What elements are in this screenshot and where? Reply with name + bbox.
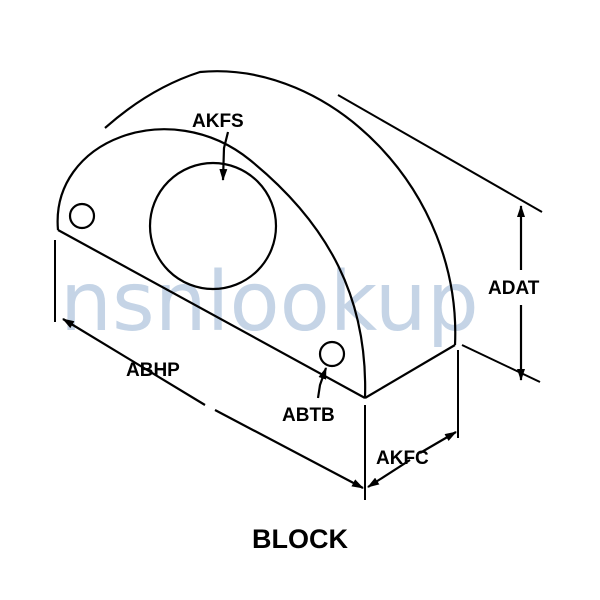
extension-line [461,344,541,383]
extension-line [337,94,543,213]
akfc-dimension [419,431,457,454]
akfc-dimension [367,459,411,488]
bottom-right-edge [364,344,456,399]
back-face-arc [104,70,457,346]
adat-label: ADAT [488,278,540,299]
akfs-leader [219,131,230,181]
abhp-dimension [214,409,364,489]
diagram-title: BLOCK [252,524,348,554]
abhp-label: ABHP [126,360,180,381]
bottom-front-edge [57,229,366,399]
abtb-label: ABTB [282,405,335,426]
akfc-label: AKFC [376,448,429,469]
front-face-arc [56,128,367,399]
watermark: nsnlookup [60,255,479,350]
small-hole-right [318,340,346,368]
large-hole [148,161,278,291]
small-hole-left [68,202,96,230]
akfs-label: AKFS [192,111,244,132]
abtb-leader [316,367,328,399]
abhp-dimension [62,318,206,406]
